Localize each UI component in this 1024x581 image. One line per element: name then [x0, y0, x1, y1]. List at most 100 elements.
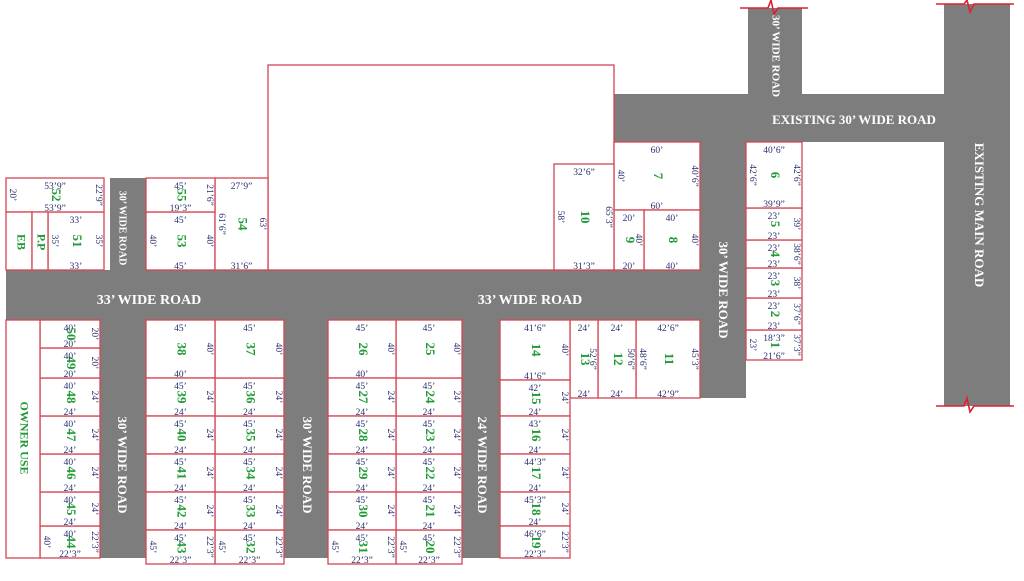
plot-dimension: 24’	[243, 522, 256, 532]
plot-boundary	[145, 415, 216, 455]
plot-dimension: 24’	[89, 503, 99, 516]
plot-boundary	[395, 453, 463, 493]
main-road-top-edge	[936, 0, 1014, 15]
plot-dimension: 22’3”	[239, 556, 261, 566]
plot-dimension: 45’	[174, 420, 187, 430]
plot-6[interactable]: 640’6”42’6”39’9”42’6”	[745, 141, 803, 210]
plot-dimension: 24’	[451, 429, 461, 442]
plot-dimension: 23’	[768, 290, 781, 300]
plot-dimension: 45’	[356, 420, 369, 430]
plot-boundary	[745, 297, 803, 331]
plot-number: 31	[356, 541, 371, 554]
plot-dimension: 40’	[385, 343, 395, 356]
pp-label: P.P	[34, 234, 48, 251]
plot-8[interactable]: 840’40’40’	[643, 209, 701, 272]
plot-number: 5	[768, 221, 783, 228]
plot-number: 9	[623, 237, 638, 244]
plot-dimension: 24’	[611, 390, 624, 400]
plot-dimension: 40’6”	[763, 146, 785, 156]
plot-dimension: 22’3”	[418, 556, 440, 566]
plot-dimension: 45’	[174, 216, 187, 226]
plot-9[interactable]: 920’40’20’	[613, 209, 645, 272]
plot-dimension: 24’	[578, 324, 591, 334]
plot-dimension: 65’3”	[603, 206, 613, 228]
plot-7[interactable]: 760’40’6”60’40’	[613, 141, 701, 212]
plot-5[interactable]: 523’39’23’	[745, 207, 803, 242]
plot-dimension: 24’	[451, 505, 461, 518]
plot-dimension: 24’	[559, 503, 569, 516]
top-30-road-label: 30’ WIDE ROAD	[769, 15, 781, 97]
plot-dimension: 24’	[423, 408, 436, 418]
plot-dimension: 24’	[243, 408, 256, 418]
plot-dimension: 24’	[385, 467, 395, 480]
plot-dimension: 40’	[64, 324, 77, 334]
plot-dimension: 46’6”	[524, 530, 546, 540]
plot-dimension: 21’6”	[763, 352, 785, 362]
plot-boundary	[39, 377, 101, 417]
plot-dimension: 24’	[64, 408, 77, 418]
plot-dimension: 24’	[356, 522, 369, 532]
roads	[6, 4, 1010, 558]
plot-boundary	[39, 415, 101, 455]
plot-4[interactable]: 423’38’6”23’	[745, 239, 803, 270]
plot-3[interactable]: 323’38’23’	[745, 267, 803, 300]
plot-dimension: 22’3”	[385, 536, 395, 558]
plot-number: 11	[662, 353, 677, 365]
plot-1[interactable]: 118’3”37’3”21’6”23’	[745, 329, 803, 362]
plot-2[interactable]: 223’37’6”23’	[745, 297, 803, 332]
plot-dimension: 24’	[273, 391, 283, 404]
plot-boundary	[613, 141, 701, 211]
plot-number: 4	[768, 251, 783, 258]
plot-dimension: 42’6”	[747, 164, 757, 186]
plot-boundary	[327, 453, 397, 493]
bottom-30-road-b-label: 30’ WIDE ROAD	[300, 416, 315, 513]
plot-number: 41	[175, 467, 190, 480]
